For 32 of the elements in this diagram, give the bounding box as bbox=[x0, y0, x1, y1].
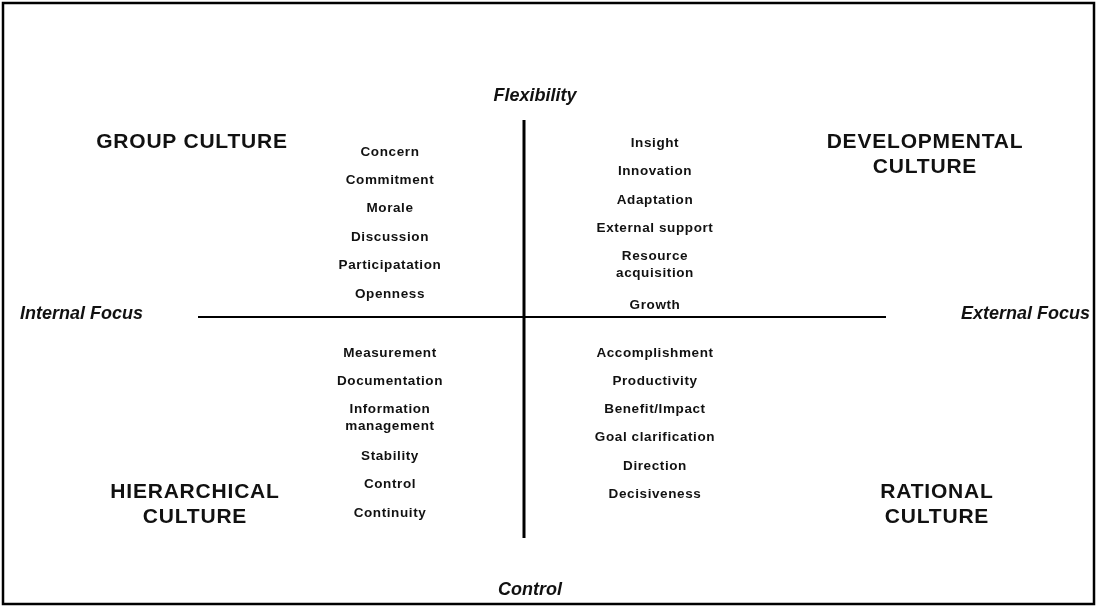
quadrant-title: HIERARCHICAL CULTURE bbox=[109, 478, 281, 528]
value-item: Resource acquisition bbox=[615, 247, 695, 281]
value-item: Continuity bbox=[352, 504, 428, 521]
value-item: Measurement bbox=[342, 344, 438, 361]
value-item: Growth bbox=[628, 296, 682, 313]
value-item: Decisiveness bbox=[607, 485, 703, 502]
value-item: Innovation bbox=[616, 162, 694, 179]
value-item: Participatation bbox=[337, 256, 443, 273]
value-item: Morale bbox=[365, 199, 415, 216]
value-item: Productivity bbox=[611, 372, 699, 389]
quadrant-title: RATIONAL CULTURE bbox=[879, 478, 995, 528]
value-item: Discussion bbox=[350, 228, 430, 245]
value-item: Openness bbox=[353, 285, 427, 302]
value-item: Direction bbox=[622, 457, 688, 474]
value-item: Benefit/Impact bbox=[603, 400, 707, 417]
value-item: Control bbox=[362, 475, 418, 492]
value-item: Stability bbox=[360, 447, 420, 464]
value-item: Goal clarification bbox=[593, 428, 717, 445]
axis-label: Internal Focus bbox=[20, 302, 144, 324]
value-item: Insight bbox=[629, 134, 681, 151]
axis-label: Flexibility bbox=[492, 84, 578, 106]
value-item: Concern bbox=[359, 143, 421, 160]
value-item: Information management bbox=[344, 400, 436, 434]
value-item: External support bbox=[595, 219, 715, 236]
axis-label: Control bbox=[497, 578, 564, 600]
quadrant-title: GROUP CULTURE bbox=[95, 128, 289, 153]
value-item: Accomplishment bbox=[595, 344, 715, 361]
quadrant-title: DEVELOPMENTAL CULTURE bbox=[825, 128, 1025, 178]
value-item: Documentation bbox=[335, 372, 445, 389]
axis-label: External Focus bbox=[960, 302, 1090, 324]
value-item: Commitment bbox=[344, 171, 436, 188]
value-item: Adaptation bbox=[615, 191, 695, 208]
